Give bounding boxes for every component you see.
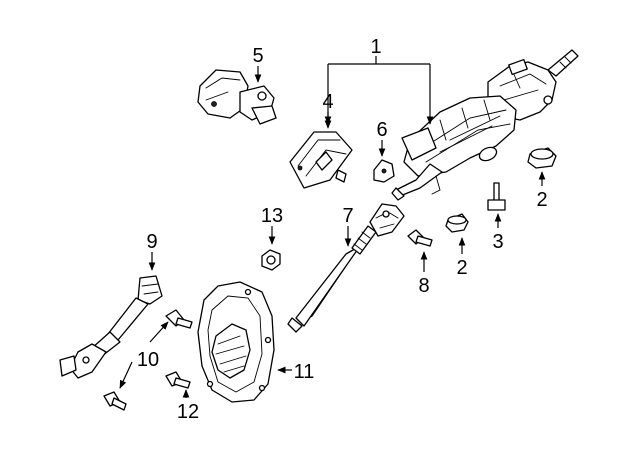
cap-nut-lower bbox=[445, 213, 469, 233]
callout-1: 1 bbox=[370, 36, 381, 58]
bolts-10 bbox=[103, 309, 193, 411]
callout-12: 12 bbox=[177, 401, 199, 423]
callout-5: 5 bbox=[252, 45, 263, 67]
callout-2-lower: 2 bbox=[456, 257, 467, 279]
callout-7: 7 bbox=[342, 205, 353, 227]
bolt-3 bbox=[487, 182, 506, 211]
intermediate-shaft bbox=[287, 203, 405, 333]
callout-4: 4 bbox=[322, 91, 333, 113]
bolt-12 bbox=[165, 371, 191, 389]
callout-2-upper: 2 bbox=[536, 189, 547, 211]
lock-switch-unit bbox=[197, 69, 277, 125]
callout-9: 9 bbox=[146, 231, 157, 253]
bolt-8 bbox=[407, 229, 433, 247]
callouts: 1 2 2 3 4 5 6 7 8 9 10 11 12 13 bbox=[137, 36, 548, 423]
callout-11: 11 bbox=[294, 361, 315, 383]
cap-nut-upper bbox=[527, 147, 557, 169]
nut-13 bbox=[261, 249, 281, 271]
callout-10: 10 bbox=[137, 349, 159, 371]
callout-3: 3 bbox=[492, 231, 503, 253]
callout-8: 8 bbox=[418, 275, 429, 297]
clip-6 bbox=[373, 159, 395, 183]
steering-column-assembly bbox=[391, 49, 579, 201]
dash-boot-seal bbox=[197, 281, 275, 403]
bracket-module bbox=[289, 131, 353, 189]
callout-6: 6 bbox=[376, 119, 387, 141]
leader-lines bbox=[119, 56, 546, 398]
lower-shaft-joint bbox=[59, 275, 163, 379]
callout-13: 13 bbox=[261, 205, 283, 227]
